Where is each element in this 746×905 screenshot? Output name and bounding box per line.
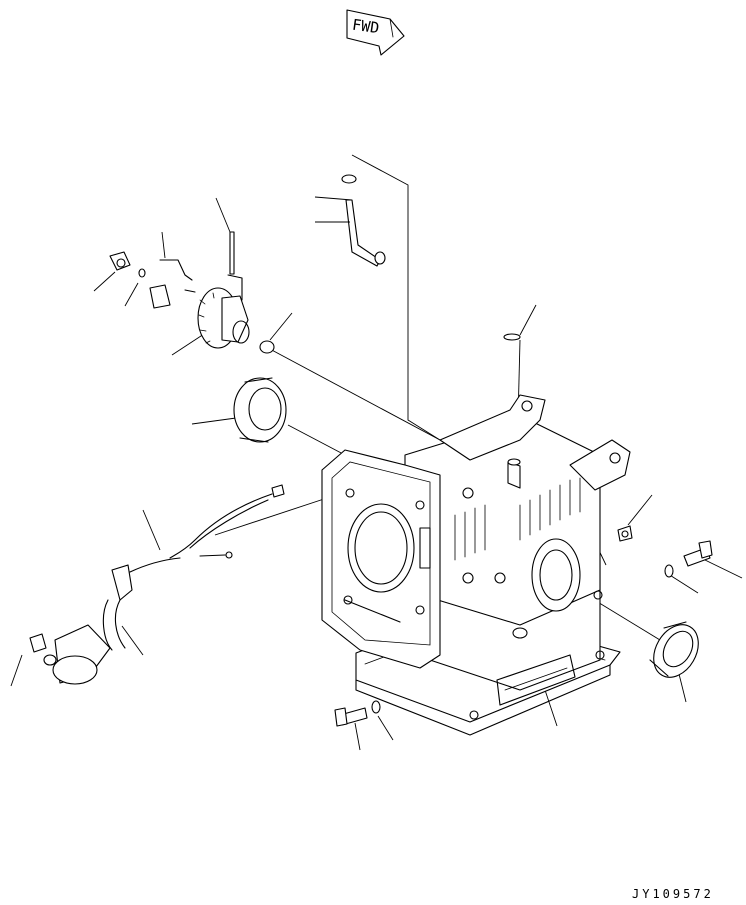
fwd-direction-marker: FWD [346,9,405,56]
drawing-code: JY109572 [632,887,714,901]
ignition-coil [29,484,285,685]
breather-tube [341,174,521,341]
base-bolt-washer [334,700,381,727]
right-fasteners [617,525,713,578]
cylinder-flange [321,449,441,669]
oil-seal-left [233,377,287,443]
oil-seal-right [649,621,699,678]
fwd-label: FWD [351,16,380,38]
governor-assembly [109,231,275,354]
callout-leaders [10,197,743,751]
